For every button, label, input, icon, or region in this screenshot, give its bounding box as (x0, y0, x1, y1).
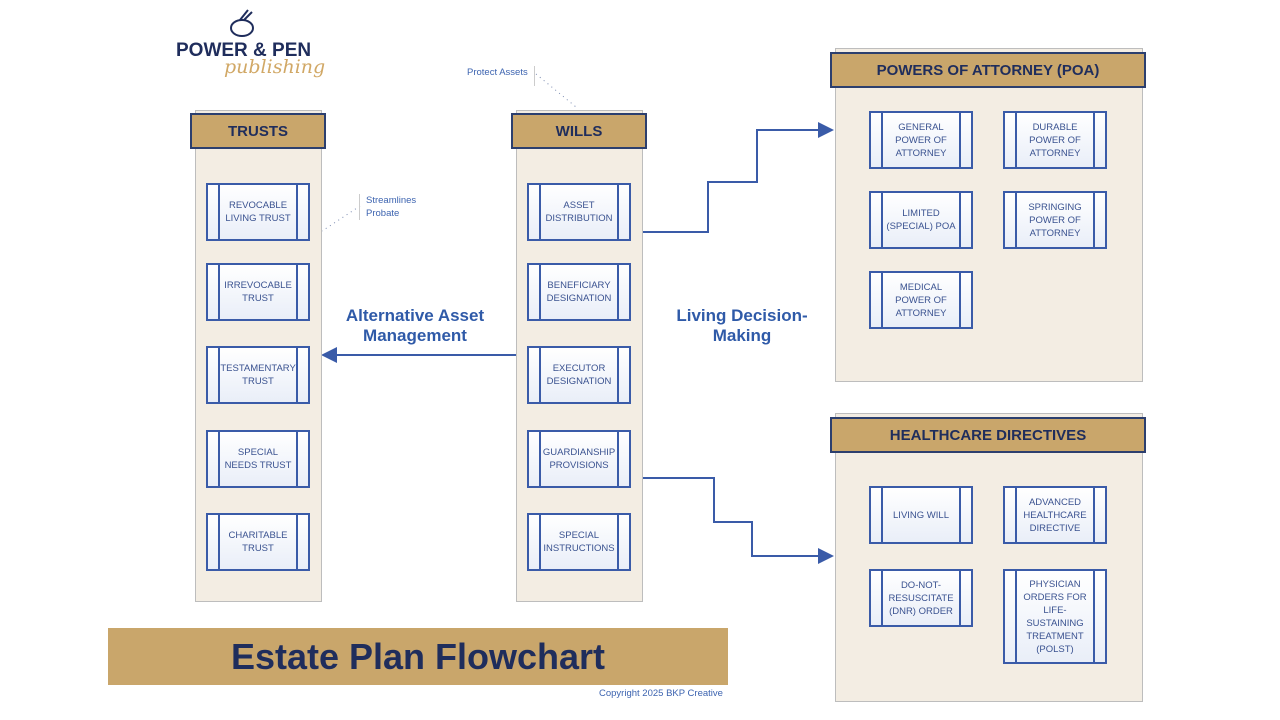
logo-subtext: publishing (224, 56, 326, 78)
poa-item[interactable]: GENERAL POWER OF ATTORNEY (869, 111, 973, 169)
will-item[interactable]: BENEFICIARY DESIGNATION (527, 263, 631, 321)
trust-item[interactable]: IRREVOCABLE TRUST (206, 263, 310, 321)
healthcare-item[interactable]: DO-NOT-RESUSCITATE (DNR) ORDER (869, 569, 973, 627)
poa-item[interactable]: DURABLE POWER OF ATTORNEY (1003, 111, 1107, 169)
copyright: Copyright 2025 BKP Creative (599, 688, 723, 699)
living-decision-making-label: Living Decision-Making (676, 306, 808, 345)
will-item[interactable]: EXECUTOR DESIGNATION (527, 346, 631, 404)
wills-header: WILLS (511, 113, 647, 149)
trust-item[interactable]: SPECIAL NEEDS TRUST (206, 430, 310, 488)
will-item[interactable]: SPECIAL INSTRUCTIONS (527, 513, 631, 571)
poa-item[interactable]: LIMITED (SPECIAL) POA (869, 191, 973, 249)
poa-header: POWERS OF ATTORNEY (POA) (830, 52, 1146, 88)
will-item[interactable]: GUARDIANSHIP PROVISIONS (527, 430, 631, 488)
protect-assets-callout: Protect Assets (467, 66, 535, 86)
trusts-header: TRUSTS (190, 113, 326, 149)
trust-item[interactable]: CHARITABLE TRUST (206, 513, 310, 571)
will-item[interactable]: ASSET DISTRIBUTION (527, 183, 631, 241)
arrow-wills-to-poa (642, 122, 834, 233)
page-title: Estate Plan Flowchart (108, 628, 728, 685)
logo-text: POWER & PEN (176, 40, 312, 61)
healthcare-item[interactable]: LIVING WILL (869, 486, 973, 544)
healthcare-header: HEALTHCARE DIRECTIVES (830, 417, 1146, 453)
arrow-wills-to-healthcare (642, 477, 834, 564)
healthcare-item[interactable]: ADVANCED HEALTHCARE DIRECTIVE (1003, 486, 1107, 544)
poa-item[interactable]: SPRINGING POWER OF ATTORNEY (1003, 191, 1107, 249)
pen-bird-icon (230, 9, 254, 37)
trust-item[interactable]: REVOCABLE LIVING TRUST (206, 183, 310, 241)
logo: POWER & PEN publishing (176, 6, 326, 82)
poa-item[interactable]: MEDICAL POWER OF ATTORNEY (869, 271, 973, 329)
healthcare-item[interactable]: PHYSICIAN ORDERS FOR LIFE-SUSTAINING TRE… (1003, 569, 1107, 664)
streamlines-probate-callout: Streamlines Probate (359, 194, 426, 220)
alternative-asset-management-label: Alternative Asset Management (345, 306, 485, 345)
trust-item[interactable]: TESTAMENTARY TRUST (206, 346, 310, 404)
